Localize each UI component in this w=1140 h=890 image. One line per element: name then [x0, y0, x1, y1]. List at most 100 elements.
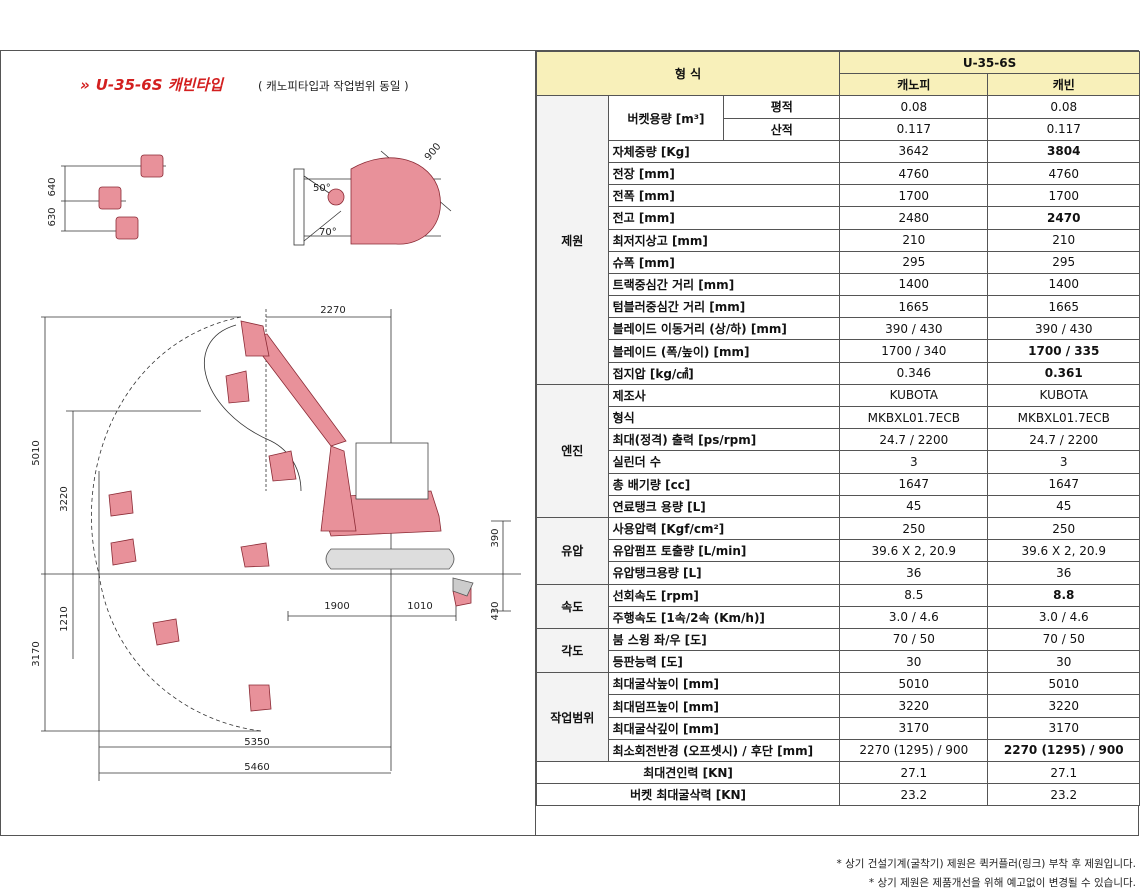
dim-5350: 5350 [244, 737, 269, 748]
spec-label: 형식 [607, 405, 841, 430]
spec-label: 최대(정격) 출력 [ps/rpm] [607, 428, 841, 452]
cabin-value: 3170 [987, 716, 1140, 740]
canopy-value: 70 / 50 [839, 627, 989, 652]
dim-50: 50° [313, 183, 331, 194]
canopy-value: 2270 (1295) / 900 [839, 738, 989, 763]
group-label: 엔진 [536, 383, 609, 518]
canopy-value: KUBOTA [839, 383, 989, 408]
cabin-value: 390 / 430 [987, 317, 1140, 341]
dim-3170: 3170 [31, 641, 42, 666]
cabin-value: 1700 [987, 184, 1140, 208]
cabin-value: 45 [987, 494, 1140, 518]
spec-label: 실린더 수 [607, 450, 841, 474]
spec-label: 연료탱크 용량 [L] [607, 494, 841, 518]
group-label: 속도 [536, 583, 609, 629]
cabin-value: MKBXL01.7ECB [987, 405, 1140, 430]
cabin-value: KUBOTA [987, 383, 1140, 408]
cabin-value: 24.7 / 2200 [987, 428, 1140, 452]
spec-label: 최대덤프높이 [mm] [607, 694, 841, 718]
canopy-value: 23.2 [839, 783, 989, 807]
dim-5460: 5460 [244, 762, 269, 773]
cabin-value: 3 [987, 450, 1140, 474]
spec-label: 총 배기량 [cc] [607, 472, 841, 496]
spec-label: 유압펌프 토출량 [L/min] [607, 539, 841, 563]
dim-900: 900 [423, 141, 444, 163]
canopy-value: 0.346 [839, 361, 989, 385]
canopy-value: 5010 [839, 672, 989, 696]
canopy-value: 0.08 [839, 95, 989, 119]
canopy-value: 36 [839, 561, 989, 585]
cabin-value: 1700 / 335 [987, 339, 1140, 363]
cabin-value: 0.117 [987, 117, 1140, 141]
cabin-value: 2270 (1295) / 900 [987, 738, 1140, 763]
spec-label: 블레이드 이동거리 (상/하) [mm] [607, 317, 841, 341]
spec-label: 유압탱크용량 [L] [607, 561, 841, 585]
spec-label: 선회속도 [rpm] [607, 583, 841, 607]
cabin-value: 0.08 [987, 95, 1140, 119]
group-label: 유압 [536, 516, 609, 585]
spec-label: 최대굴삭깊이 [mm] [607, 716, 841, 740]
spec-sublabel: 산적 [723, 117, 841, 141]
spec-label: 전고 [mm] [607, 206, 841, 230]
canopy-value: 1400 [839, 272, 989, 297]
spec-label: 전장 [mm] [607, 161, 841, 186]
cabin-value: 70 / 50 [987, 627, 1140, 652]
canopy-value: 3.0 / 4.6 [839, 605, 989, 629]
canopy-value: 24.7 / 2200 [839, 428, 989, 452]
spec-label: 주행속도 [1속/2속 (Km/h)] [607, 605, 841, 629]
spec-label: 붐 스윙 좌/우 [도] [607, 627, 841, 652]
canopy-value: 45 [839, 494, 989, 518]
spec-label: 버켓용량 [m³] [607, 95, 725, 141]
cabin-value: 295 [987, 250, 1140, 274]
header-form-cell: 형 식 [535, 50, 841, 97]
table-row: 최소회전반경 (오프셋시) / 후단 [mm]2270 (1295) / 900… [537, 738, 1140, 763]
canopy-value: 3220 [839, 694, 989, 718]
working-range-diagram: 640 630 900 50° 70° 2270 5010 3220 1210 … [31, 141, 521, 781]
footnote-1: * 상기 건설기계(굴착기) 제원은 퀵커플러(링크) 부착 후 제원입니다. [836, 858, 1137, 870]
dim-2270: 2270 [320, 305, 345, 316]
dim-1010: 1010 [407, 601, 432, 612]
spec-label: 자체중량 [Kg] [607, 139, 841, 163]
dim-390: 390 [490, 528, 501, 547]
canopy-value: 3642 [839, 139, 989, 163]
cabin-value: 2470 [987, 206, 1140, 230]
canopy-value: 1700 [839, 184, 989, 208]
cabin-value: 30 [987, 650, 1140, 674]
canopy-value: 210 [839, 228, 989, 252]
cabin-value: 3220 [987, 694, 1140, 718]
cabin-value: 3804 [987, 139, 1140, 163]
cabin-value: 3.0 / 4.6 [987, 605, 1140, 629]
cabin-value: 36 [987, 561, 1140, 585]
header-cabin-cell: 캐빈 [987, 73, 1140, 97]
diagram-title: »U-35-6S 캐빈타입 [80, 74, 223, 95]
spec-label: 등판능력 [도] [607, 650, 841, 674]
group-label: 각도 [536, 627, 609, 674]
cabin-value: 5010 [987, 672, 1140, 696]
spec-label: 트랙중심간 거리 [mm] [607, 272, 841, 297]
cabin-value: 1647 [987, 472, 1140, 496]
canopy-value: 4760 [839, 161, 989, 186]
cabin-value: 39.6 X 2, 20.9 [987, 539, 1140, 563]
spec-label: 접지압 [kg/㎠] [607, 361, 841, 385]
dim-5010: 5010 [31, 440, 42, 465]
dim-430: 430 [490, 601, 501, 620]
footnote-2: * 상기 제원은 제품개선을 위해 예고없이 변경될 수 있습니다. [868, 877, 1136, 889]
cabin-value: 210 [987, 228, 1140, 252]
panel-divider [535, 50, 536, 836]
